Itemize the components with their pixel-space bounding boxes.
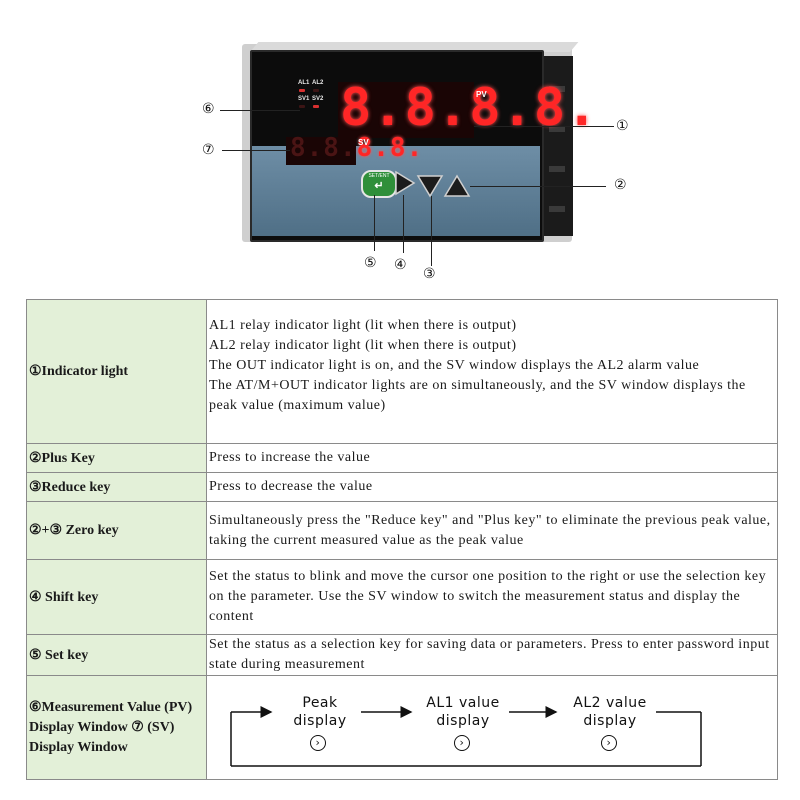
table-row: ④ Shift key Set the status to blink and … (26, 559, 778, 635)
enter-arrow-icon: ↵ (374, 180, 384, 192)
callout-2: ② (614, 177, 627, 193)
callout-3: ③ (423, 266, 436, 282)
indicator-led-sv1 (299, 105, 305, 108)
indicator-label-sv1: SV1 (298, 96, 310, 102)
plus-key-button[interactable] (443, 174, 471, 198)
callout-1: ① (616, 118, 629, 134)
sv-digits-dim: 8.8. (290, 133, 357, 163)
row-key: ③Reduce key (26, 472, 207, 502)
flow-node-al2: AL2 value display (563, 694, 657, 730)
flow-lines (230, 705, 702, 767)
flow-node-al1: AL1 value display (417, 694, 509, 730)
circled-right-arrow-icon: › (310, 734, 326, 751)
table-row: ②Plus Key Press to increase the value (26, 443, 778, 473)
callout-5: ⑤ (364, 255, 377, 271)
spec-table: ①Indicator light AL1 relay indicator lig… (26, 299, 778, 780)
row-value-line: AL2 relay indicator light (lit when ther… (209, 338, 517, 353)
flow-node-peak: Peak display (279, 694, 361, 730)
pv-digits: 8.8.8.8. (340, 78, 599, 138)
sv-label: SV (358, 138, 369, 147)
table-row: ③Reduce key Press to decrease the value (26, 472, 778, 502)
pv-display-window (338, 82, 474, 138)
row-value: Press to decrease the value (206, 472, 778, 502)
row-key: ⑥Measurement Value (PV) Display Window ⑦… (26, 675, 207, 780)
flow-node-line2: display (293, 712, 347, 729)
row-value: Peak display › AL1 value display › AL2 v… (206, 675, 778, 780)
table-row: ⑤ Set key Set the status as a selection … (26, 634, 778, 676)
indicator-led-al1 (299, 89, 305, 92)
sv-display-window (286, 137, 356, 165)
sv-digits: 8.8.8.8. (290, 133, 423, 163)
row-value: Set the status as a selection key for sa… (206, 634, 778, 676)
callout-7: ⑦ (202, 142, 215, 158)
flow-node-line2: display (583, 712, 637, 729)
callout-4: ④ (394, 257, 407, 273)
row-value-line: AL1 relay indicator light (lit when ther… (209, 318, 517, 333)
table-row: ②+③ Zero key Simultaneously press the "R… (26, 501, 778, 560)
row-value: Simultaneously press the "Reduce key" an… (206, 501, 778, 560)
callout-6: ⑥ (202, 101, 215, 117)
circled-right-arrow-icon: › (454, 734, 470, 751)
pv-label: PV (476, 90, 487, 99)
row-key: ②Plus Key (26, 443, 207, 473)
row-key: ①Indicator light (26, 299, 207, 444)
shift-key-button[interactable] (394, 170, 416, 196)
circled-right-arrow-icon: › (601, 734, 617, 751)
set-key-label: SET/ENT (368, 173, 390, 179)
flow-node-line1: AL2 value (573, 694, 647, 711)
row-key: ④ Shift key (26, 559, 207, 635)
indicator-label-sv2: SV2 (312, 96, 324, 102)
set-key-button[interactable]: SET/ENT ↵ (361, 170, 397, 198)
sv-digits-lit: 8.8. (356, 133, 424, 163)
indicator-led-sv2 (313, 105, 319, 108)
flow-node-line1: AL1 value (426, 694, 500, 711)
device-illustration: AL1 AL2 SV1 SV2 8.8.8.8. PV 8.8.8.8. SV … (0, 0, 800, 290)
row-value-line: The OUT indicator light is on, and the S… (209, 358, 700, 373)
row-value: Set the status to blink and move the cur… (206, 559, 778, 635)
display-cycle-diagram: Peak display › AL1 value display › AL2 v… (211, 678, 771, 778)
indicator-label-al1: AL1 (298, 80, 310, 86)
row-key: ②+③ Zero key (26, 501, 207, 560)
row-value: AL1 relay indicator light (lit when ther… (206, 299, 778, 444)
table-row: ⑥Measurement Value (PV) Display Window ⑦… (26, 675, 778, 780)
flow-node-line2: display (436, 712, 490, 729)
row-key: ⑤ Set key (26, 634, 207, 676)
indicator-label-al2: AL2 (312, 80, 324, 86)
table-row: ①Indicator light AL1 relay indicator lig… (26, 299, 778, 444)
row-value-line: The AT/M+OUT indicator lights are on sim… (209, 378, 746, 413)
reduce-key-button[interactable] (416, 174, 444, 198)
flow-node-line1: Peak (302, 694, 338, 711)
row-value: Press to increase the value (206, 443, 778, 473)
indicator-led-al2 (313, 89, 319, 92)
